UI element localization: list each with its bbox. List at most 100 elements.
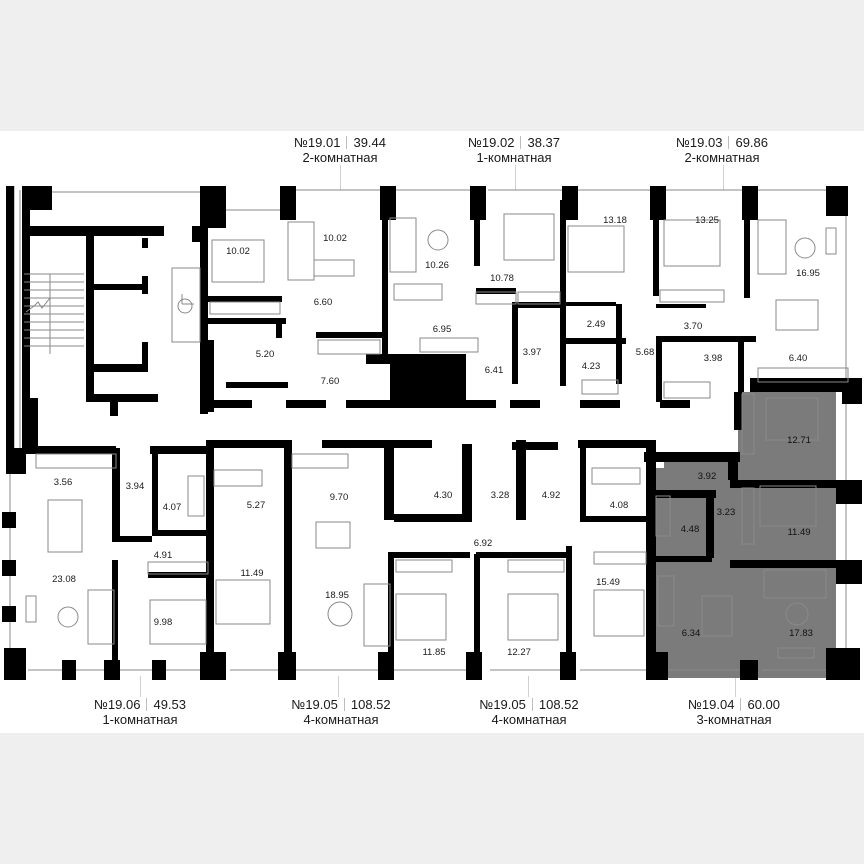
bed-icon: [395, 593, 447, 641]
kitchen-counter-icon: [291, 453, 349, 469]
kitchen-counter-icon: [35, 453, 117, 469]
room-area: 9.70: [330, 492, 349, 503]
room-area: 6.60: [314, 297, 333, 308]
room-area: 6.34: [682, 628, 701, 639]
wardrobe-icon: [507, 559, 565, 573]
room-area: 15.49: [596, 577, 620, 588]
table-icon: [794, 237, 816, 259]
dining-table-icon: [47, 499, 83, 553]
sofa-icon: [389, 217, 417, 273]
room-area-labels: 10.02 10.02 6.60 5.20 7.60 10.26 6.95 10…: [52, 215, 820, 658]
bathtub-icon: [655, 495, 671, 537]
leader-line-19-03: [723, 165, 724, 190]
room-area: 11.49: [240, 568, 263, 579]
room-area: 4.91: [154, 550, 173, 561]
wardrobe-icon: [395, 559, 453, 573]
room-area: 16.95: [796, 268, 820, 279]
bed-icon: [149, 599, 207, 645]
bed-icon: [211, 239, 265, 283]
leader-line-19-04: [735, 676, 736, 697]
room-area: 10.26: [425, 260, 449, 271]
room-area: 6.92: [474, 538, 493, 549]
bathtub-icon: [581, 379, 619, 395]
label-divider: [520, 136, 522, 149]
apartment-area: 39.44: [353, 135, 387, 150]
bed-icon: [765, 397, 819, 441]
room-area: 17.83: [789, 628, 813, 639]
dining-table-icon: [393, 283, 443, 301]
wardrobe-icon: [741, 487, 755, 545]
walls: [2, 186, 862, 680]
room-area: 5.68: [636, 347, 655, 358]
apartment-type: 4-комнатная: [303, 712, 379, 727]
room-area: 3.23: [717, 507, 736, 518]
table-icon: [327, 601, 353, 627]
apartment-area: 108.52: [538, 697, 579, 712]
tv-icon: [25, 595, 37, 623]
furniture: [25, 213, 849, 659]
label-divider: [740, 698, 742, 711]
wheelchair-icon: [171, 267, 201, 343]
apartment-area: 108.52: [350, 697, 391, 712]
kitchen-counter-icon: [419, 337, 479, 353]
bed-icon: [215, 579, 271, 625]
tv-icon: [825, 227, 837, 255]
apartment-area: 38.37: [527, 135, 561, 150]
room-area: 6.40: [789, 353, 808, 364]
room-area: 6.41: [485, 365, 504, 376]
apartment-number: №19.03: [675, 135, 723, 150]
apartment-type: 1-комнатная: [476, 150, 552, 165]
bathtub-icon: [187, 475, 205, 517]
room-area: 13.18: [603, 215, 627, 226]
room-area: 2.49: [587, 319, 606, 330]
leader-line-19-02: [515, 165, 516, 190]
room-area: 6.95: [433, 324, 452, 335]
leader-line-19-06: [140, 676, 141, 697]
tv-icon: [777, 647, 815, 659]
bed-icon: [759, 485, 817, 527]
apartment-type: 2-комнатная: [684, 150, 760, 165]
dining-table-icon: [775, 299, 819, 331]
label-divider: [728, 136, 730, 149]
kitchen-counter-icon: [757, 367, 849, 383]
room-area: 10.02: [323, 233, 347, 244]
apartment-19-04-highlight[interactable]: [652, 392, 836, 678]
room-area: 18.95: [325, 590, 349, 601]
bed-icon: [567, 225, 625, 273]
wardrobe-icon: [209, 301, 281, 315]
sofa-icon: [763, 569, 827, 599]
kitchen-counter-icon: [657, 575, 675, 627]
table-icon: [57, 606, 79, 628]
apartment-type: 2-комнатная: [302, 150, 378, 165]
room-area: 4.07: [163, 502, 182, 513]
room-area: 3.56: [54, 477, 73, 488]
room-area: 3.98: [704, 353, 723, 364]
kitchen-counter-icon: [317, 339, 381, 355]
wardrobe-icon: [593, 551, 647, 565]
wardrobe-icon: [147, 561, 209, 575]
room-area: 10.78: [490, 273, 514, 284]
room-area: 3.94: [126, 481, 145, 492]
room-area: 13.25: [695, 215, 719, 226]
room-area: 12.27: [507, 647, 531, 658]
room-area: 4.48: [681, 524, 700, 535]
apartment-number: №19.05: [479, 697, 526, 712]
wardrobe-icon: [517, 291, 561, 305]
table-icon: [785, 602, 809, 626]
room-area: 3.70: [684, 321, 703, 332]
dining-table-icon: [701, 595, 733, 637]
sofa-icon: [287, 221, 315, 281]
staircase-icon: [24, 273, 84, 354]
room-area: 9.98: [154, 617, 173, 628]
apartment-number: №19.04: [687, 697, 735, 712]
sofa-icon: [363, 583, 391, 647]
bathtub-icon: [213, 469, 263, 487]
apartment-number: №19.06: [93, 697, 141, 712]
